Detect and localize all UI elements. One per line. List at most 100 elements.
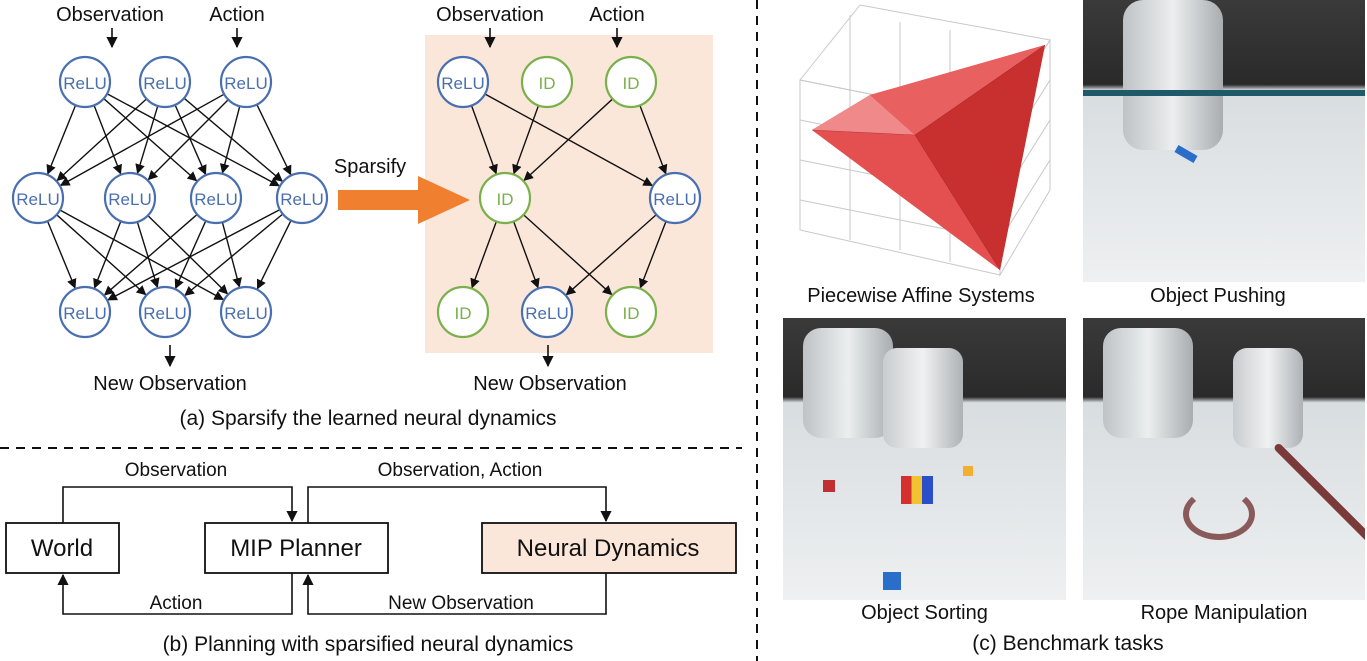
sparse-node-0-0: ReLU <box>436 55 490 109</box>
dense-edge-0-1-0 <box>56 98 148 182</box>
svg-text:ReLU: ReLU <box>194 190 237 209</box>
observation-edge <box>62 486 298 523</box>
panel-a-caption: (a) Sparsify the learned neural dynamics <box>179 407 556 430</box>
dense-edge-1-2-1 <box>174 220 207 290</box>
action-edge <box>57 573 293 615</box>
svg-text:ID: ID <box>497 190 514 209</box>
dense-edge-1-1-2 <box>147 215 229 295</box>
dense-node-0-2: ReLU <box>219 55 273 109</box>
dense-node-0-1: ReLU <box>138 55 192 109</box>
observation-action-edge <box>307 486 612 523</box>
object-sorting-photo <box>783 318 1066 600</box>
dense-edge-1-0-0 <box>46 220 77 289</box>
dense-network-nodes: ReLU ReLU ReLU ReLU ReLU ReLU ReLU ReLU ReLU ReLU <box>11 55 329 339</box>
svg-text:ReLU: ReLU <box>525 304 568 323</box>
dense-node-1-0: ReLU <box>11 171 65 225</box>
dense-input-observation: Observation <box>56 4 164 26</box>
rope-manipulation-photo <box>1083 318 1365 600</box>
observation-edge-label: Observation <box>125 460 227 481</box>
svg-text:ID: ID <box>455 304 472 323</box>
task-caption-object-pushing: Object Pushing <box>1150 285 1286 307</box>
sparse-input-action: Action <box>589 4 645 26</box>
dense-edge-0-0-2 <box>103 98 198 182</box>
dense-node-2-2: ReLU <box>219 285 273 339</box>
sparse-edge-6 <box>512 221 540 289</box>
sparse-node-2-0: ID <box>436 285 490 339</box>
dense-node-1-2: ReLU <box>189 171 243 225</box>
sparse-edge-5 <box>470 221 498 289</box>
world-box <box>5 522 120 574</box>
dense-input-action: Action <box>209 4 265 26</box>
svg-text:ID: ID <box>623 304 640 323</box>
sparse-edge-9 <box>638 221 667 289</box>
sparse-network-nodes: ReLU ID ID ID ReLU ID ReLU ID <box>436 55 702 339</box>
sparse-output-label: New Observation <box>473 373 626 395</box>
sparse-edge-2 <box>512 105 540 175</box>
svg-text:ReLU: ReLU <box>224 304 267 323</box>
dense-edge-1-0-2 <box>59 209 225 301</box>
sparse-node-0-2: ID <box>604 55 658 109</box>
dense-edge-1-3-2 <box>256 220 292 290</box>
sparse-edge-3 <box>523 98 614 182</box>
dense-network-edges <box>46 93 292 301</box>
mip-planner-box <box>204 522 389 574</box>
sparse-network-edges <box>470 93 668 296</box>
dense-edge-0-2-2 <box>219 106 241 174</box>
panel-b-caption: (b) Planning with sparsified neural dyna… <box>163 633 574 656</box>
dense-edge-1-3-0 <box>107 209 281 301</box>
sparse-node-0-1: ID <box>520 55 574 109</box>
neural-dynamics-label: Neural Dynamics <box>517 535 700 562</box>
svg-text:ID: ID <box>539 74 556 93</box>
sparse-edge-8 <box>565 214 657 296</box>
dense-edge-1-0-1 <box>56 214 147 296</box>
svg-text:ReLU: ReLU <box>16 190 59 209</box>
svg-text:ReLU: ReLU <box>653 190 696 209</box>
dense-edge-0-0-1 <box>93 105 122 175</box>
svg-text:ReLU: ReLU <box>280 190 323 209</box>
new-observation-edge-label: New Observation <box>388 593 534 614</box>
dense-edge-1-3-1 <box>184 213 284 296</box>
dense-node-1-1: ReLU <box>103 171 157 225</box>
mip-planner-label: MIP Planner <box>230 535 362 562</box>
dense-edge-0-0-0 <box>46 104 77 175</box>
svg-text:ReLU: ReLU <box>108 190 151 209</box>
observation-action-edge-label: Observation, Action <box>378 460 543 481</box>
dense-edge-1-2-2 <box>221 221 242 288</box>
dense-edge-0-2-1 <box>147 99 229 181</box>
svg-text:ID: ID <box>623 74 640 93</box>
sparse-node-2-1: ReLU <box>520 285 574 339</box>
svg-text:ReLU: ReLU <box>224 74 267 93</box>
dense-node-2-1: ReLU <box>138 285 192 339</box>
task-caption-rope-manipulation: Rope Manipulation <box>1140 602 1308 624</box>
sparse-edge-7 <box>523 214 613 296</box>
svg-text:ReLU: ReLU <box>63 304 106 323</box>
sparsify-arrow <box>338 176 470 224</box>
world-label: World <box>31 535 93 562</box>
dense-edge-1-2-0 <box>103 213 198 296</box>
new-observation-edge <box>302 573 607 615</box>
svg-text:ReLU: ReLU <box>143 304 186 323</box>
dense-edge-0-1-2 <box>174 104 207 176</box>
dense-edge-0-2-0 <box>59 93 225 186</box>
panel-c-caption: (c) Benchmark tasks <box>972 632 1164 655</box>
dense-edge-0-1-1 <box>135 105 159 175</box>
dense-edge-0-2-3 <box>256 104 292 176</box>
svg-text:ReLU: ReLU <box>441 74 484 93</box>
dense-output-label: New Observation <box>93 373 246 395</box>
neural-dynamics-box <box>481 522 737 574</box>
svg-text:ReLU: ReLU <box>63 74 106 93</box>
dense-edge-0-1-3 <box>183 97 283 182</box>
dense-node-1-3: ReLU <box>275 171 329 225</box>
task-caption-object-sorting: Object Sorting <box>861 602 988 624</box>
dense-edge-1-1-0 <box>93 220 122 289</box>
piecewise-affine-plot <box>799 4 1051 277</box>
sparsify-label: Sparsify <box>334 156 406 178</box>
svg-text:ReLU: ReLU <box>143 74 186 93</box>
sparse-edge-4 <box>639 105 668 175</box>
sparse-node-1-0: ID <box>478 171 532 225</box>
sparse-node-2-2: ID <box>604 285 658 339</box>
panel-b: World MIP Planner Neural Dynamics Observ… <box>5 460 737 656</box>
sparse-node-1-1: ReLU <box>648 171 702 225</box>
